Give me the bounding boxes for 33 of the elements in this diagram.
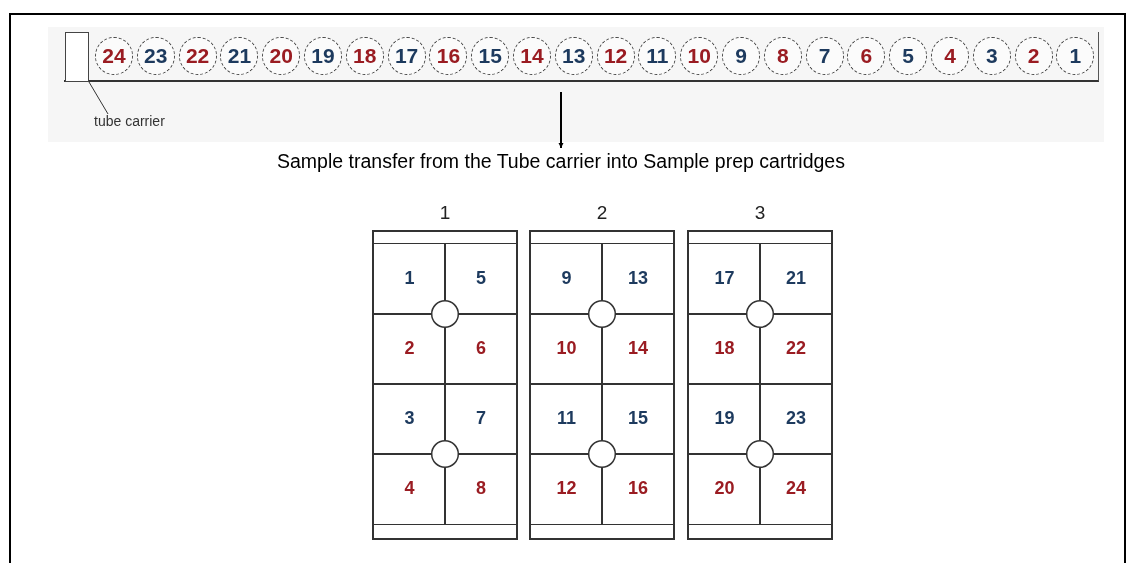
sample-position-cell: 16: [601, 453, 675, 525]
sample-position-cell: 5: [444, 243, 518, 315]
sample-position-cell: 1: [373, 243, 446, 315]
sample-position-cell: 19: [688, 383, 761, 455]
sample-position-cell: 21: [759, 243, 833, 315]
sample-position-cell: 14: [601, 313, 675, 385]
sample-position-cell: 11: [530, 383, 603, 455]
transfer-caption: Sample transfer from the Tube carrier into Sample prep cartridges: [277, 150, 845, 173]
cartridge-number: 1: [438, 202, 452, 224]
arrow: [558, 91, 564, 149]
sample-position-cell: 12: [530, 453, 603, 525]
sample-position-cell: 10: [530, 313, 603, 385]
sample-position-cell: 6: [444, 313, 518, 385]
sample-position-cell: 17: [688, 243, 761, 315]
sample-position-cell: 22: [759, 313, 833, 385]
sample-position-cell: 8: [444, 453, 518, 525]
sample-position-cell: 13: [601, 243, 675, 315]
sample-position-cell: 15: [601, 383, 675, 455]
sample-position-cell: 24: [759, 453, 833, 525]
sample-position-cell: 20: [688, 453, 761, 525]
sample-position-cell: 23: [759, 383, 833, 455]
tube-carrier-strip: [64, 32, 1099, 82]
tube-carrier-slot: [65, 32, 89, 82]
part-label: tube carrier: [94, 113, 165, 129]
cartridge-number: 3: [753, 202, 767, 224]
sample-position-cell: 4: [373, 453, 446, 525]
sample-position-cell: 18: [688, 313, 761, 385]
cartridge-number: 2: [595, 202, 609, 224]
sample-position-cell: 2: [373, 313, 446, 385]
leader-line: [88, 81, 109, 115]
sample-position-cell: 9: [530, 243, 603, 315]
sample-position-cell: 7: [444, 383, 518, 455]
sample-position-cell: 3: [373, 383, 446, 455]
